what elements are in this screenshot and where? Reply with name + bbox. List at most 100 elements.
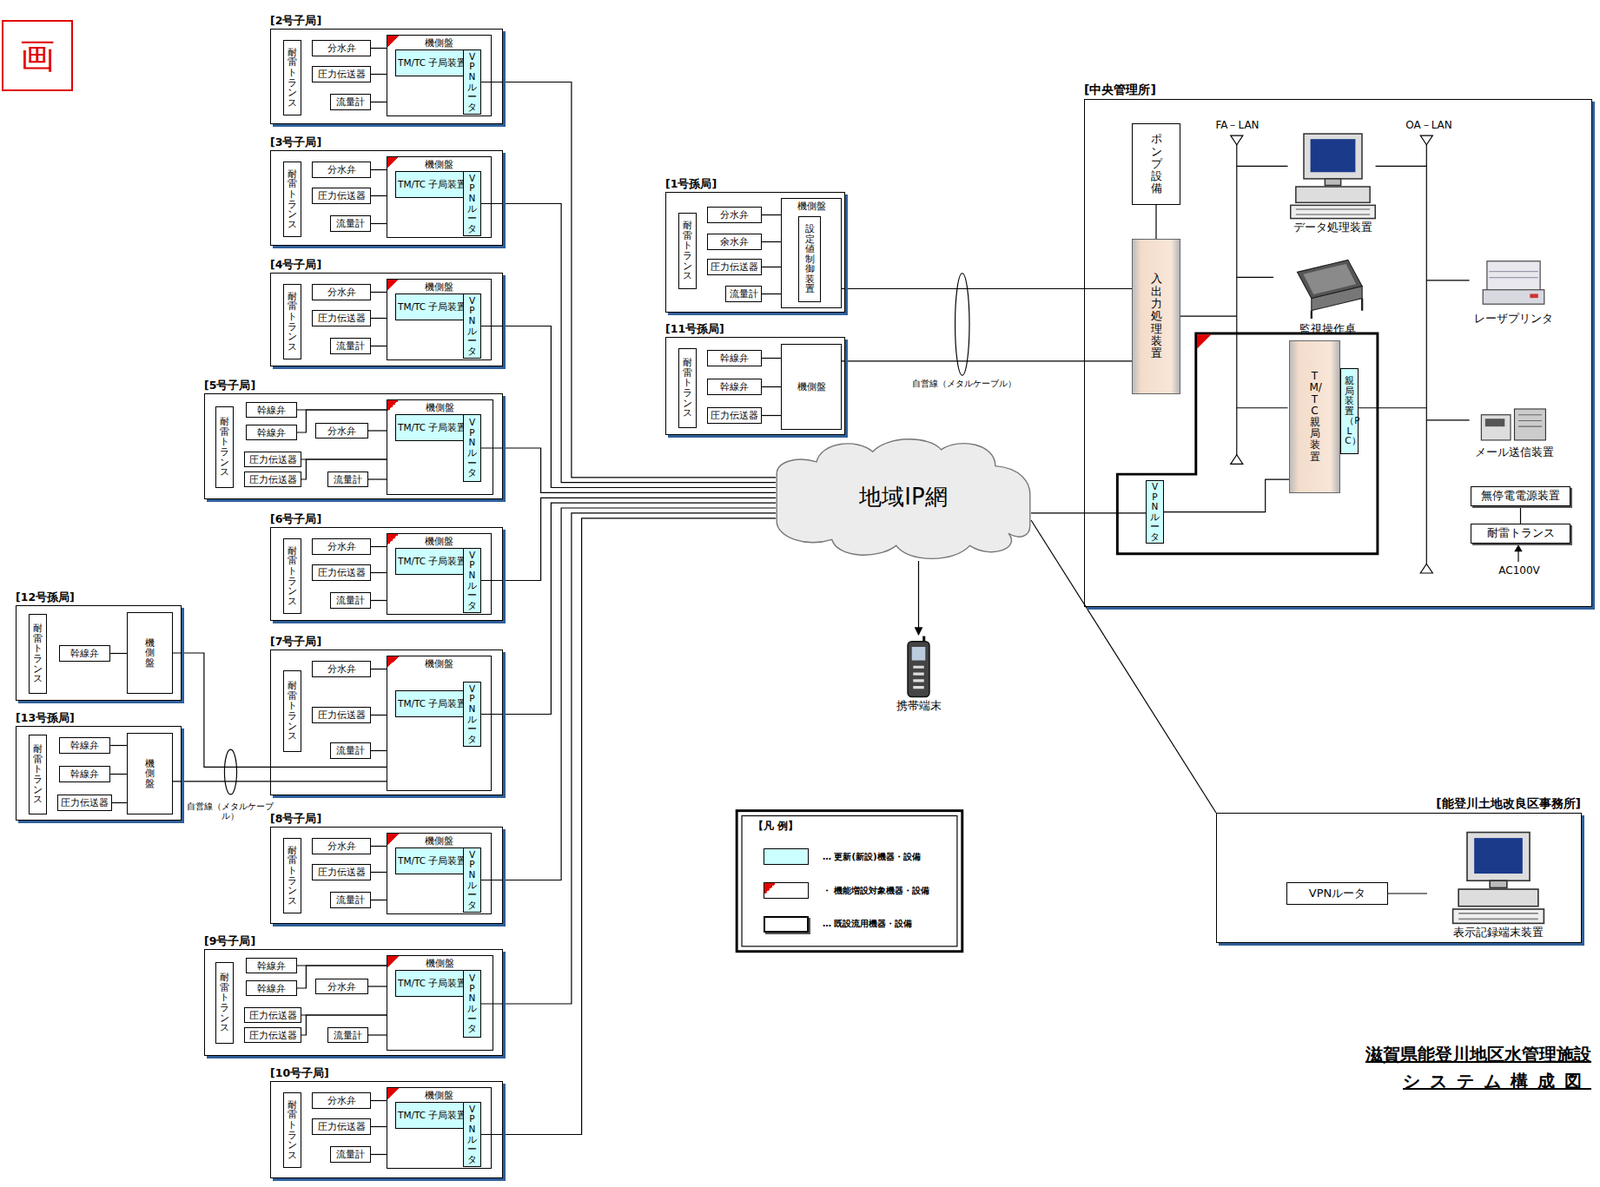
box-label: 幹線弁 (257, 404, 286, 416)
device-box: 耐雷トランス (283, 538, 302, 615)
cable-note: 自営線（メタルケーブル） (903, 378, 1025, 389)
box-label: 分水弁 (720, 209, 749, 220)
connector (172, 780, 387, 782)
box-label: 幹線弁 (257, 427, 286, 438)
device-box: 機側盤 (126, 612, 173, 695)
connector (370, 899, 387, 901)
device-box: ポンプ設備 (1131, 123, 1181, 205)
station-box: [11号孫局]耐雷トランス幹線弁幹線弁圧力伝送器機側盤 (665, 337, 846, 436)
cabinet-box: 入出力処理装置 (1131, 238, 1181, 395)
new-device-box: 親局装置（PLC） (1340, 368, 1359, 455)
red-corner-mark (387, 833, 399, 846)
connector (481, 326, 776, 489)
diagram-title: 滋賀県能登川地区水管理施設 (1275, 1043, 1592, 1067)
equipment-node: レーザプリンタ (1462, 251, 1565, 325)
connector (1520, 506, 1521, 524)
device-box: 分水弁 (311, 284, 371, 301)
box-label: 圧力伝送器 (249, 474, 298, 485)
box-label: 分水弁 (327, 981, 357, 992)
device-box: 圧力伝送器 (311, 310, 371, 327)
device-box: 幹線弁 (707, 350, 762, 367)
box-label: 幹線弁 (720, 381, 749, 392)
device-box: 流量計 (330, 1146, 371, 1164)
device-box: 幹線弁 (245, 402, 298, 418)
box-label: 幹線弁 (257, 960, 286, 972)
device-box: 圧力伝送器 (57, 794, 113, 812)
device-box: 流量計 (725, 285, 762, 303)
connector (1031, 520, 1217, 814)
connector (481, 204, 776, 483)
connector (368, 429, 387, 431)
box-label: 機側盤 (424, 835, 454, 847)
device-box: 耐雷トランス (28, 734, 47, 815)
connector (370, 846, 387, 847)
box-label: TM/TC 子局装置 (397, 422, 467, 433)
box-label: 機側盤 (145, 759, 155, 790)
red-corner-mark (387, 656, 399, 668)
device-box: 圧力伝送器 (311, 564, 371, 582)
device-box: 分水弁 (311, 1092, 371, 1110)
new-device-box: VPNルータ (1145, 480, 1164, 544)
equipment-icon (1276, 128, 1389, 222)
box-label: 入出力処理装置 (1150, 272, 1163, 360)
building-box: [能登川土地改良区事務所]VPNルータ表示記録端末装置 (1216, 813, 1582, 944)
lan-tap (1236, 407, 1289, 409)
box-label: 圧力伝送器 (317, 312, 366, 324)
connector (370, 668, 387, 670)
equipment-icon (1427, 826, 1570, 927)
panel-box: 機側盤TM/TC 子局装置VPNルータ (386, 533, 492, 615)
box-label: 幹線弁 (70, 740, 100, 751)
red-corner-mark (764, 883, 776, 895)
connector (481, 508, 776, 881)
lan-tap (1236, 165, 1289, 167)
equipment-node: データ処理装置 (1276, 128, 1389, 234)
connector (370, 1126, 387, 1128)
legend-frame (736, 811, 963, 953)
box-label: 圧力伝送器 (249, 1010, 298, 1021)
box-label: VPNルータ (467, 417, 477, 478)
cable-bundle-mark (224, 749, 237, 795)
connector (370, 47, 387, 49)
station-box: [6号子局]耐雷トランス分水弁圧力伝送器流量計機側盤TM/TC 子局装置VPNル… (270, 527, 503, 622)
box-label: メール送信装置 (1474, 446, 1554, 459)
box-label: VPNルータ (467, 173, 477, 234)
box-heading: [11号孫局] (665, 323, 725, 336)
device-box: 幹線弁 (59, 645, 111, 662)
lan-tap (1426, 279, 1469, 281)
new-device-box: VPNルータ (462, 293, 482, 359)
lan-tap (1179, 315, 1237, 317)
box-label: 圧力伝送器 (249, 454, 298, 465)
box-label: 幹線弁 (257, 983, 286, 994)
box-label: 耐雷トランス (287, 47, 298, 108)
box-label: 幹線弁 (70, 768, 100, 780)
legend-swatch (763, 916, 809, 933)
connector (370, 73, 387, 75)
box-label: 分水弁 (327, 840, 357, 852)
box-label: 耐雷トランス (287, 169, 298, 230)
device-box: 流量計 (330, 892, 371, 909)
panel-box: 機側盤TM/TC 子局装置VPNルータ (386, 655, 492, 792)
connector (481, 448, 776, 493)
box-label: TM/TC 子局装置 (397, 57, 467, 68)
lan-tap (1358, 407, 1428, 409)
panel-box: 機側盤TM/TC 子局装置VPNルータ (386, 1087, 492, 1170)
connector (761, 357, 781, 359)
red-corner-mark (387, 35, 399, 47)
box-label: VPNルータ (467, 550, 477, 611)
cabinet-box: TM/TC親局装置 (1289, 340, 1341, 494)
box-label: TM/TC 子局装置 (397, 178, 467, 190)
red-corner-mark (387, 956, 399, 968)
box-label: 流量計 (333, 1030, 363, 1041)
station-box: [13号孫局]耐雷トランス幹線弁幹線弁圧力伝送器機側盤 (15, 726, 182, 821)
device-box: 圧力伝送器 (244, 1027, 302, 1044)
box-label: 圧力伝送器 (710, 261, 759, 272)
new-device-box: TM/TC 子局装置 (395, 171, 470, 199)
box-label: レーザプリンタ (1474, 312, 1554, 325)
box-label: 機側盤 (424, 158, 454, 170)
device-box: 分水弁 (315, 978, 369, 995)
device-box: 幹線弁 (245, 980, 298, 997)
box-label: 圧力伝送器 (710, 409, 759, 421)
box-label: 流量計 (336, 1149, 365, 1160)
box-label: TM/TC 子局装置 (397, 555, 467, 567)
